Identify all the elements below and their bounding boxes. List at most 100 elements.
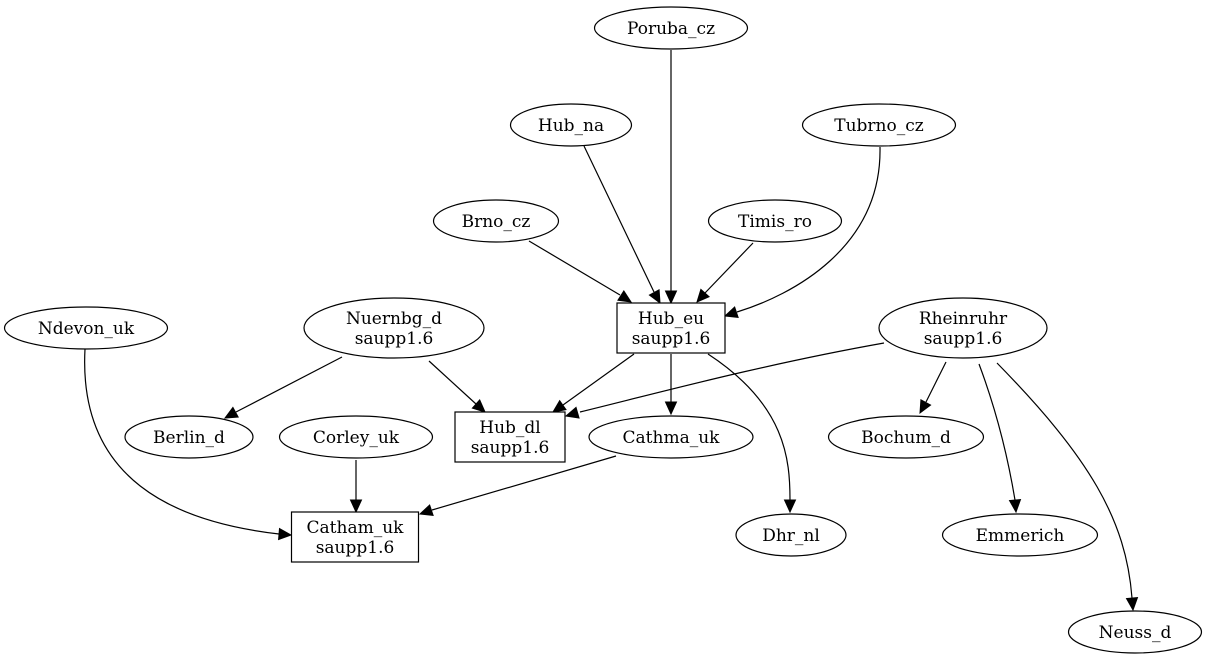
node-brno: Brno_cz (432, 199, 560, 243)
node-label: Neuss_d (1099, 623, 1172, 643)
node-label: Hub_dl (479, 418, 540, 438)
node-hub_na: Hub_na (509, 103, 633, 147)
edge-line (978, 363, 1016, 501)
node-ellipse (827, 415, 985, 459)
arrowhead (664, 401, 678, 416)
edge-line (431, 455, 617, 511)
edge-rheinruhr-to-hub_dl (564, 342, 885, 419)
edge-nuernbg-to-berlin (223, 356, 343, 419)
node-box (290, 511, 420, 563)
node-poruba: Poruba_cz (593, 6, 749, 50)
node-ellipse (878, 297, 1048, 359)
arrowhead (648, 289, 661, 305)
arrowhead (564, 406, 580, 419)
arrowhead (617, 289, 633, 303)
arrowhead (664, 290, 678, 305)
node-tubrno: Tubrno_cz (801, 103, 957, 147)
node-ellipse (3, 306, 169, 350)
node-ellipse (593, 6, 749, 50)
node-ellipse (509, 103, 633, 147)
node-label: Tubrno_cz (834, 116, 924, 136)
node-emmerich: Emmerich (941, 513, 1099, 557)
node-ellipse (707, 199, 843, 243)
arrowhead (471, 399, 486, 413)
arrowhead (1008, 499, 1022, 514)
edge-line (704, 242, 754, 294)
node-label: Corley_uk (313, 428, 400, 448)
node-box (454, 411, 566, 463)
node-corley: Corley_uk (278, 415, 434, 459)
edge-rheinruhr-to-neuss (996, 362, 1139, 612)
node-ellipse (588, 415, 754, 459)
node-label: Berlin_d (153, 428, 225, 448)
edge-hub_na-to-hub_eu (583, 145, 661, 305)
edge-line (736, 146, 881, 313)
node-bochum: Bochum_d (827, 415, 985, 459)
node-dhr: Dhr_nl (735, 513, 847, 557)
edge-line (925, 361, 947, 403)
node-ellipse (124, 415, 254, 459)
node-ellipse (735, 513, 847, 557)
edge-line (707, 353, 791, 501)
node-label: Rheinruhr (919, 309, 1008, 329)
arrowhead (278, 527, 293, 541)
edge-brno-to-hub_eu (528, 240, 633, 303)
arrowhead (783, 499, 797, 514)
edge-hub_eu-to-dhr (707, 353, 797, 514)
edge-cathma-to-catham (418, 455, 617, 517)
node-label: Hub_na (538, 116, 604, 136)
edge-corley-to-catham (349, 460, 363, 514)
node-neuss: Neuss_d (1067, 610, 1203, 654)
edge-line (579, 342, 885, 413)
node-label: Brno_cz (462, 212, 531, 232)
node-label: Poruba_cz (627, 19, 715, 39)
node-ellipse (303, 297, 485, 359)
arrowhead (723, 306, 739, 319)
edge-poruba-to-hub_eu (664, 50, 678, 305)
node-label: Bochum_d (861, 428, 951, 448)
edge-nuernbg-to-hub_dl (428, 360, 486, 413)
node-label: Hub_eu (638, 309, 704, 329)
arrowhead (349, 499, 363, 514)
node-box (616, 302, 726, 354)
node-sublabel: saupp1.6 (316, 538, 395, 558)
edges-layer (84, 50, 1139, 612)
node-label: Ndevon_uk (38, 319, 135, 339)
edge-line (84, 348, 280, 535)
arrowhead (1125, 597, 1139, 612)
node-ellipse (278, 415, 434, 459)
edge-line (996, 362, 1133, 599)
node-cathma: Cathma_uk (588, 415, 754, 459)
node-ellipse (1067, 610, 1203, 654)
node-label: Emmerich (976, 526, 1065, 546)
edge-line (528, 240, 621, 296)
node-label: Nuernbg_d (346, 309, 442, 329)
node-ellipse (941, 513, 1099, 557)
node-sublabel: saupp1.6 (924, 329, 1003, 349)
node-ndevon: Ndevon_uk (3, 306, 169, 350)
edge-hub_eu-to-hub_dl (552, 353, 635, 413)
node-sublabel: saupp1.6 (471, 438, 550, 458)
node-label: Cathma_uk (623, 428, 721, 448)
edge-rheinruhr-to-emmerich (978, 363, 1022, 514)
edge-hub_eu-to-cathma (664, 354, 678, 416)
arrowhead (223, 406, 239, 419)
arrowhead (418, 504, 434, 517)
edge-line (583, 145, 655, 293)
node-sublabel: saupp1.6 (632, 329, 711, 349)
edge-timis-to-hub_eu (696, 242, 754, 303)
node-timis: Timis_ro (707, 199, 843, 243)
node-label: Dhr_nl (762, 526, 820, 546)
arrowhead (919, 399, 932, 415)
node-ellipse (432, 199, 560, 243)
arrowhead (552, 399, 567, 413)
edge-line (235, 356, 343, 413)
edge-ndevon-to-catham (84, 348, 293, 541)
node-label: Catham_uk (307, 518, 405, 538)
